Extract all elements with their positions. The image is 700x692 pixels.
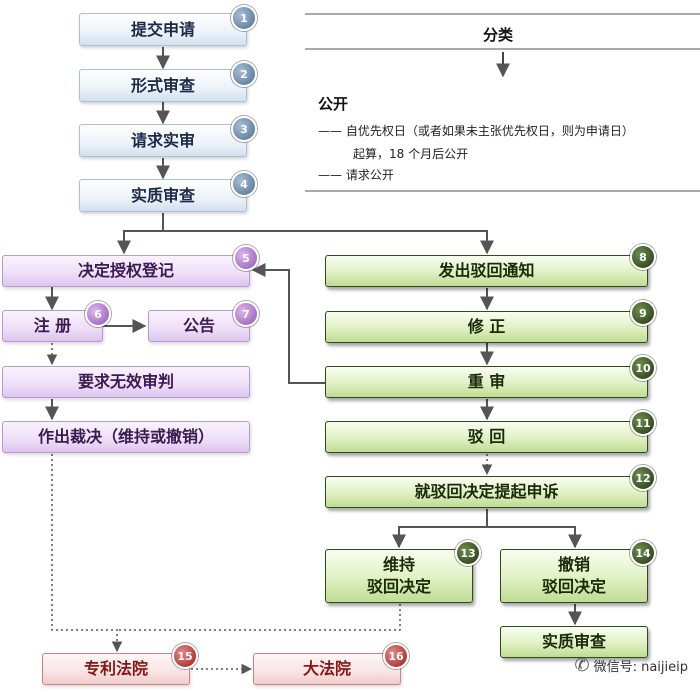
step-number-badge: 6 bbox=[85, 301, 111, 327]
step-maintain-rejection: 维持 驳回决定 bbox=[325, 549, 473, 603]
step-invalidation-request: 要求无效审判 bbox=[2, 366, 250, 398]
watermark-text: 微信号: naijieip bbox=[593, 660, 688, 675]
step-number-badge: 8 bbox=[630, 244, 656, 270]
step-reexamination: 重 审 bbox=[325, 366, 648, 398]
step-label: 修 正 bbox=[467, 317, 506, 337]
step-label: 提交申请 bbox=[130, 19, 195, 39]
step-label: 要求无效审判 bbox=[77, 372, 174, 392]
step-number-badge: 4 bbox=[231, 171, 257, 197]
wechat-watermark: ✆ 微信号: naijieip bbox=[574, 655, 688, 676]
step-substantive-examination-again: 实质审查 bbox=[500, 626, 648, 658]
publish-line-3: —— 请求公开 bbox=[318, 168, 394, 182]
step-label: 形式审查 bbox=[130, 75, 195, 95]
step-label: 作出裁决（维持或撤销） bbox=[37, 427, 214, 447]
step-label: 实质审查 bbox=[541, 632, 606, 652]
publish-line-2: 起算，18 个月后公开 bbox=[353, 147, 469, 161]
step-number-badge: 11 bbox=[630, 410, 656, 436]
step-revoke-rejection: 撤销 驳回决定 bbox=[500, 549, 648, 603]
step-label: 实质审查 bbox=[130, 185, 195, 205]
step-label: 注 册 bbox=[33, 316, 72, 336]
step-label: 请求实审 bbox=[130, 130, 195, 150]
step-amendment: 修 正 bbox=[325, 311, 648, 343]
dotted-ruling-to-court bbox=[51, 454, 123, 653]
step-number-badge: 10 bbox=[630, 355, 656, 381]
step-label: 决定授权登记 bbox=[77, 261, 174, 281]
step-number-badge: 12 bbox=[630, 465, 656, 491]
wechat-icon: ✆ bbox=[574, 655, 590, 676]
dotted-13-to-court bbox=[117, 604, 401, 631]
arrow-4-to-5 bbox=[117, 213, 164, 255]
step-number-badge: 5 bbox=[233, 245, 259, 271]
step-number-badge: 1 bbox=[231, 5, 257, 31]
step-formal-examination: 形式审查 bbox=[79, 69, 247, 102]
step-label: 就驳回决定提起申诉 bbox=[414, 482, 559, 502]
step-number-badge: 16 bbox=[383, 643, 409, 669]
publish-line-1: —— 自优先权日（或者如果未主张优先权日，则为申请日） bbox=[318, 124, 634, 138]
step-label: 发出驳回通知 bbox=[438, 261, 535, 281]
step-label: 公告 bbox=[182, 316, 215, 336]
arrow-4-to-8 bbox=[163, 230, 494, 255]
step-appeal-rejection: 就驳回决定提起申诉 bbox=[325, 476, 648, 508]
publish-title: 公开 bbox=[318, 95, 349, 113]
step-ruling: 作出裁决（维持或撤销） bbox=[2, 421, 250, 453]
step-rejection-notice: 发出驳回通知 bbox=[325, 255, 648, 287]
step-number-badge: 9 bbox=[630, 300, 656, 326]
classify-label: 分类 bbox=[483, 26, 514, 44]
step-label-line-2: 驳回决定 bbox=[541, 577, 606, 596]
step-substantive-examination: 实质审查 bbox=[79, 179, 247, 212]
step-announcement: 公告 bbox=[148, 310, 250, 342]
step-patent-court: 专利法院 bbox=[42, 653, 190, 685]
step-number-badge: 2 bbox=[231, 61, 257, 87]
step-label-line-1: 撤销 bbox=[557, 555, 590, 575]
step-label: 驳 回 bbox=[467, 427, 506, 447]
step-number-badge: 15 bbox=[172, 643, 198, 669]
step-label-line-1: 维持 bbox=[382, 555, 415, 575]
step-submit-application: 提交申请 bbox=[79, 13, 247, 46]
step-number-badge: 7 bbox=[233, 301, 259, 327]
arrow-12-to-13 bbox=[392, 509, 488, 549]
step-label: 重 审 bbox=[467, 372, 506, 392]
arrow-10-to-5 bbox=[251, 263, 325, 384]
step-label-line-2: 驳回决定 bbox=[366, 577, 431, 596]
step-rejection: 驳 回 bbox=[325, 421, 648, 453]
step-number-badge: 3 bbox=[231, 116, 257, 142]
arrow-12-to-14 bbox=[487, 526, 582, 549]
step-label: 大法院 bbox=[302, 659, 351, 679]
step-label: 专利法院 bbox=[83, 659, 148, 679]
step-grant-registration: 决定授权登记 bbox=[2, 255, 250, 287]
step-number-badge: 14 bbox=[630, 540, 656, 566]
step-supreme-court: 大法院 bbox=[253, 653, 401, 685]
step-number-badge: 13 bbox=[455, 540, 481, 566]
step-request-examination: 请求实审 bbox=[79, 124, 247, 157]
